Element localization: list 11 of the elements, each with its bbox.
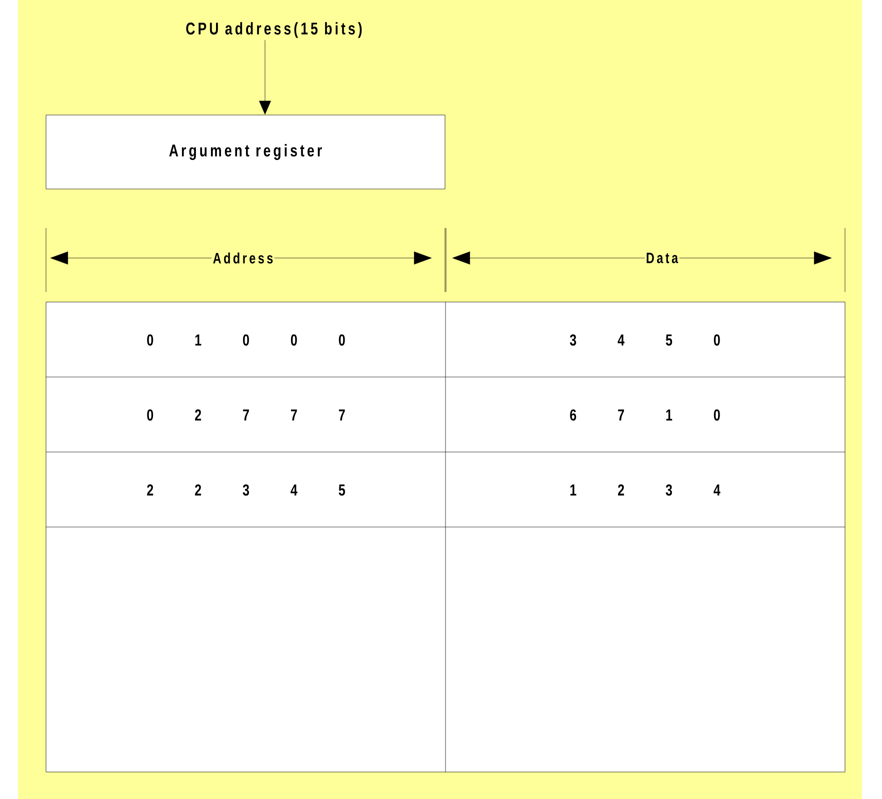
label-text: CPU address(15 bits): [186, 22, 362, 38]
table-cell: 0 2 7 7 7: [147, 409, 345, 421]
register-box: Argument register: [46, 114, 446, 190]
table-cell: 2 2 3 4 5: [147, 484, 346, 496]
table-cell: 1 2 3 4: [570, 484, 720, 496]
dimension-label: Address: [213, 252, 273, 264]
dimension-label: Data: [646, 252, 678, 264]
table-cell: 6 7 1 0: [570, 409, 720, 421]
arrow: [259, 40, 271, 114]
table-cell: 0 1 0 0 0: [147, 334, 345, 346]
table-cell: 3 4 5 0: [570, 334, 720, 346]
